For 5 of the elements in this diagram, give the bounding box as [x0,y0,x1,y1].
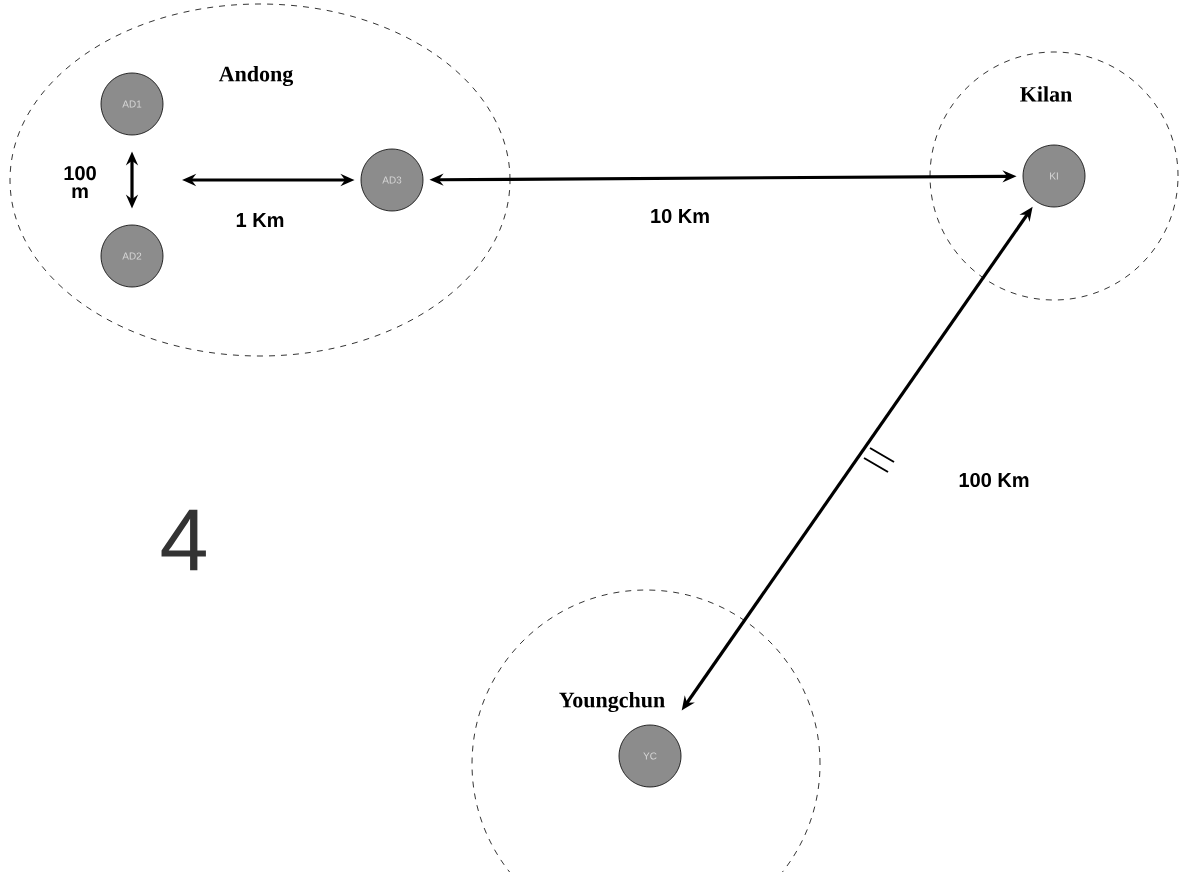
edge-label: 1 Km [233,211,287,229]
edge-label: 10 Km [648,206,713,226]
handwritten-number: 4 [161,509,206,571]
edge-label: 100 m [60,164,100,200]
edge-label: 100 Km [956,470,1032,490]
